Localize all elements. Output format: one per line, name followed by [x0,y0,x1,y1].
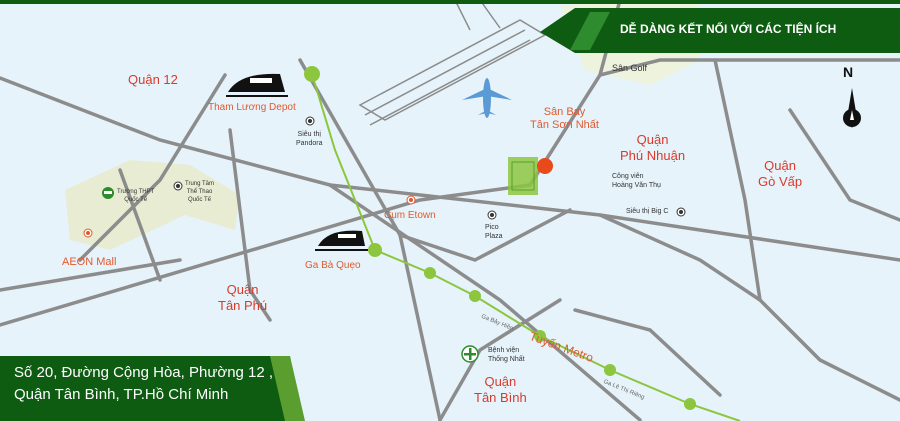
metro-station-ba-queo[interactable] [368,243,382,257]
metro-station-le-thi-rieng[interactable] [604,364,616,376]
district-tan-binh: Quận Tân Bình [474,374,527,406]
place-label: Quốc Tế [188,197,211,203]
place-airport[interactable]: Sân Bay Tân Sơn Nhất [530,106,599,132]
place-label: Trung Tâm [185,181,215,187]
metro-station-tham-luong[interactable] [304,66,320,82]
place-golf[interactable]: Sân Golf [612,63,648,73]
metro-station[interactable] [684,398,696,410]
district-label: Gò Vấp [758,174,803,189]
place-school[interactable]: Trường THPT Quốc Tế [117,188,154,204]
place-label: Pico [485,224,499,231]
place-label: Bệnh viện [488,347,520,354]
district-go-vap: Quận Gò Vấp [758,158,802,190]
place-tham-luong-depot[interactable]: Tham Lương Depot [208,102,296,113]
header-banner [0,0,900,53]
district-label: Quận [484,374,517,389]
district-label: Quận [226,282,259,297]
place-label: Thể Thao [186,189,213,195]
district-q12: Quận 12 [128,72,178,87]
place-aeon-mall[interactable]: AEON Mall [62,256,117,268]
place-label: Sân Bay [543,106,586,118]
district-label: Quận [764,158,796,173]
place-label: Tân Sơn Nhất [530,119,599,131]
place-etown[interactable]: Cụm Etown [384,210,436,221]
place-pico-plaza[interactable]: Pico Plaza [485,223,503,241]
metro-station[interactable] [534,330,546,342]
header-title: DỄ DÀNG KẾT NỐI VỚI CÁC TIỆN ÍCH [620,22,837,36]
place-ga-ba-queo[interactable]: Ga Bà Quẹo [305,260,361,271]
train-icon [315,230,368,251]
district-label: Tân Bình [474,390,527,405]
compass-icon [843,88,861,128]
school-icon [102,187,114,199]
place-park-hoang-van-thu[interactable]: Công viên Hoàng Văn Thụ [612,172,661,190]
place-label: Công viên [612,173,644,180]
place-sport-center[interactable]: Trung Tâm Thể Thao Quốc Tế [185,180,214,204]
district-label: Phú Nhuận [620,148,686,163]
place-label: Siêu thị [297,131,321,138]
train-icon [226,73,288,97]
district-tan-phu: Quận Tân Phú [218,282,267,314]
building-icon [508,157,553,195]
place-pandora[interactable]: Siêu thị Pandora [296,130,322,148]
district-phu-nhuan: Quận Phú Nhuận [620,132,685,164]
place-label: Thống Nhất [488,356,525,363]
place-big-c[interactable]: Siêu thị Big C [626,208,669,215]
metro-station[interactable] [424,267,436,279]
metro-station-bay-hien[interactable] [469,290,481,302]
place-label: Plaza [485,233,503,240]
location-pin-icon[interactable] [537,158,553,174]
district-label: Quận [636,132,669,147]
place-label: Hoàng Văn Thụ [612,182,661,189]
district-label: Tân Phú [218,298,268,313]
place-label: Pandora [296,140,323,147]
place-label: Quốc Tế [124,197,148,203]
place-label: Trường THPT [117,189,155,195]
airplane-icon [462,78,512,118]
address-line-1: Số 20, Đường Cộng Hòa, Phường 12 , [14,364,274,381]
address-text: Số 20, Đường Cộng Hòa, Phường 12 , Quận … [14,362,273,406]
poi-marker-icon [83,116,686,238]
compass-north-label: N [843,64,854,80]
address-banner [0,356,305,421]
address-line-2: Quận Tân Bình, TP.Hồ Chí Minh [14,386,229,403]
place-hospital[interactable]: Bệnh viện Thống Nhất [488,346,525,364]
hospital-icon [461,345,479,363]
